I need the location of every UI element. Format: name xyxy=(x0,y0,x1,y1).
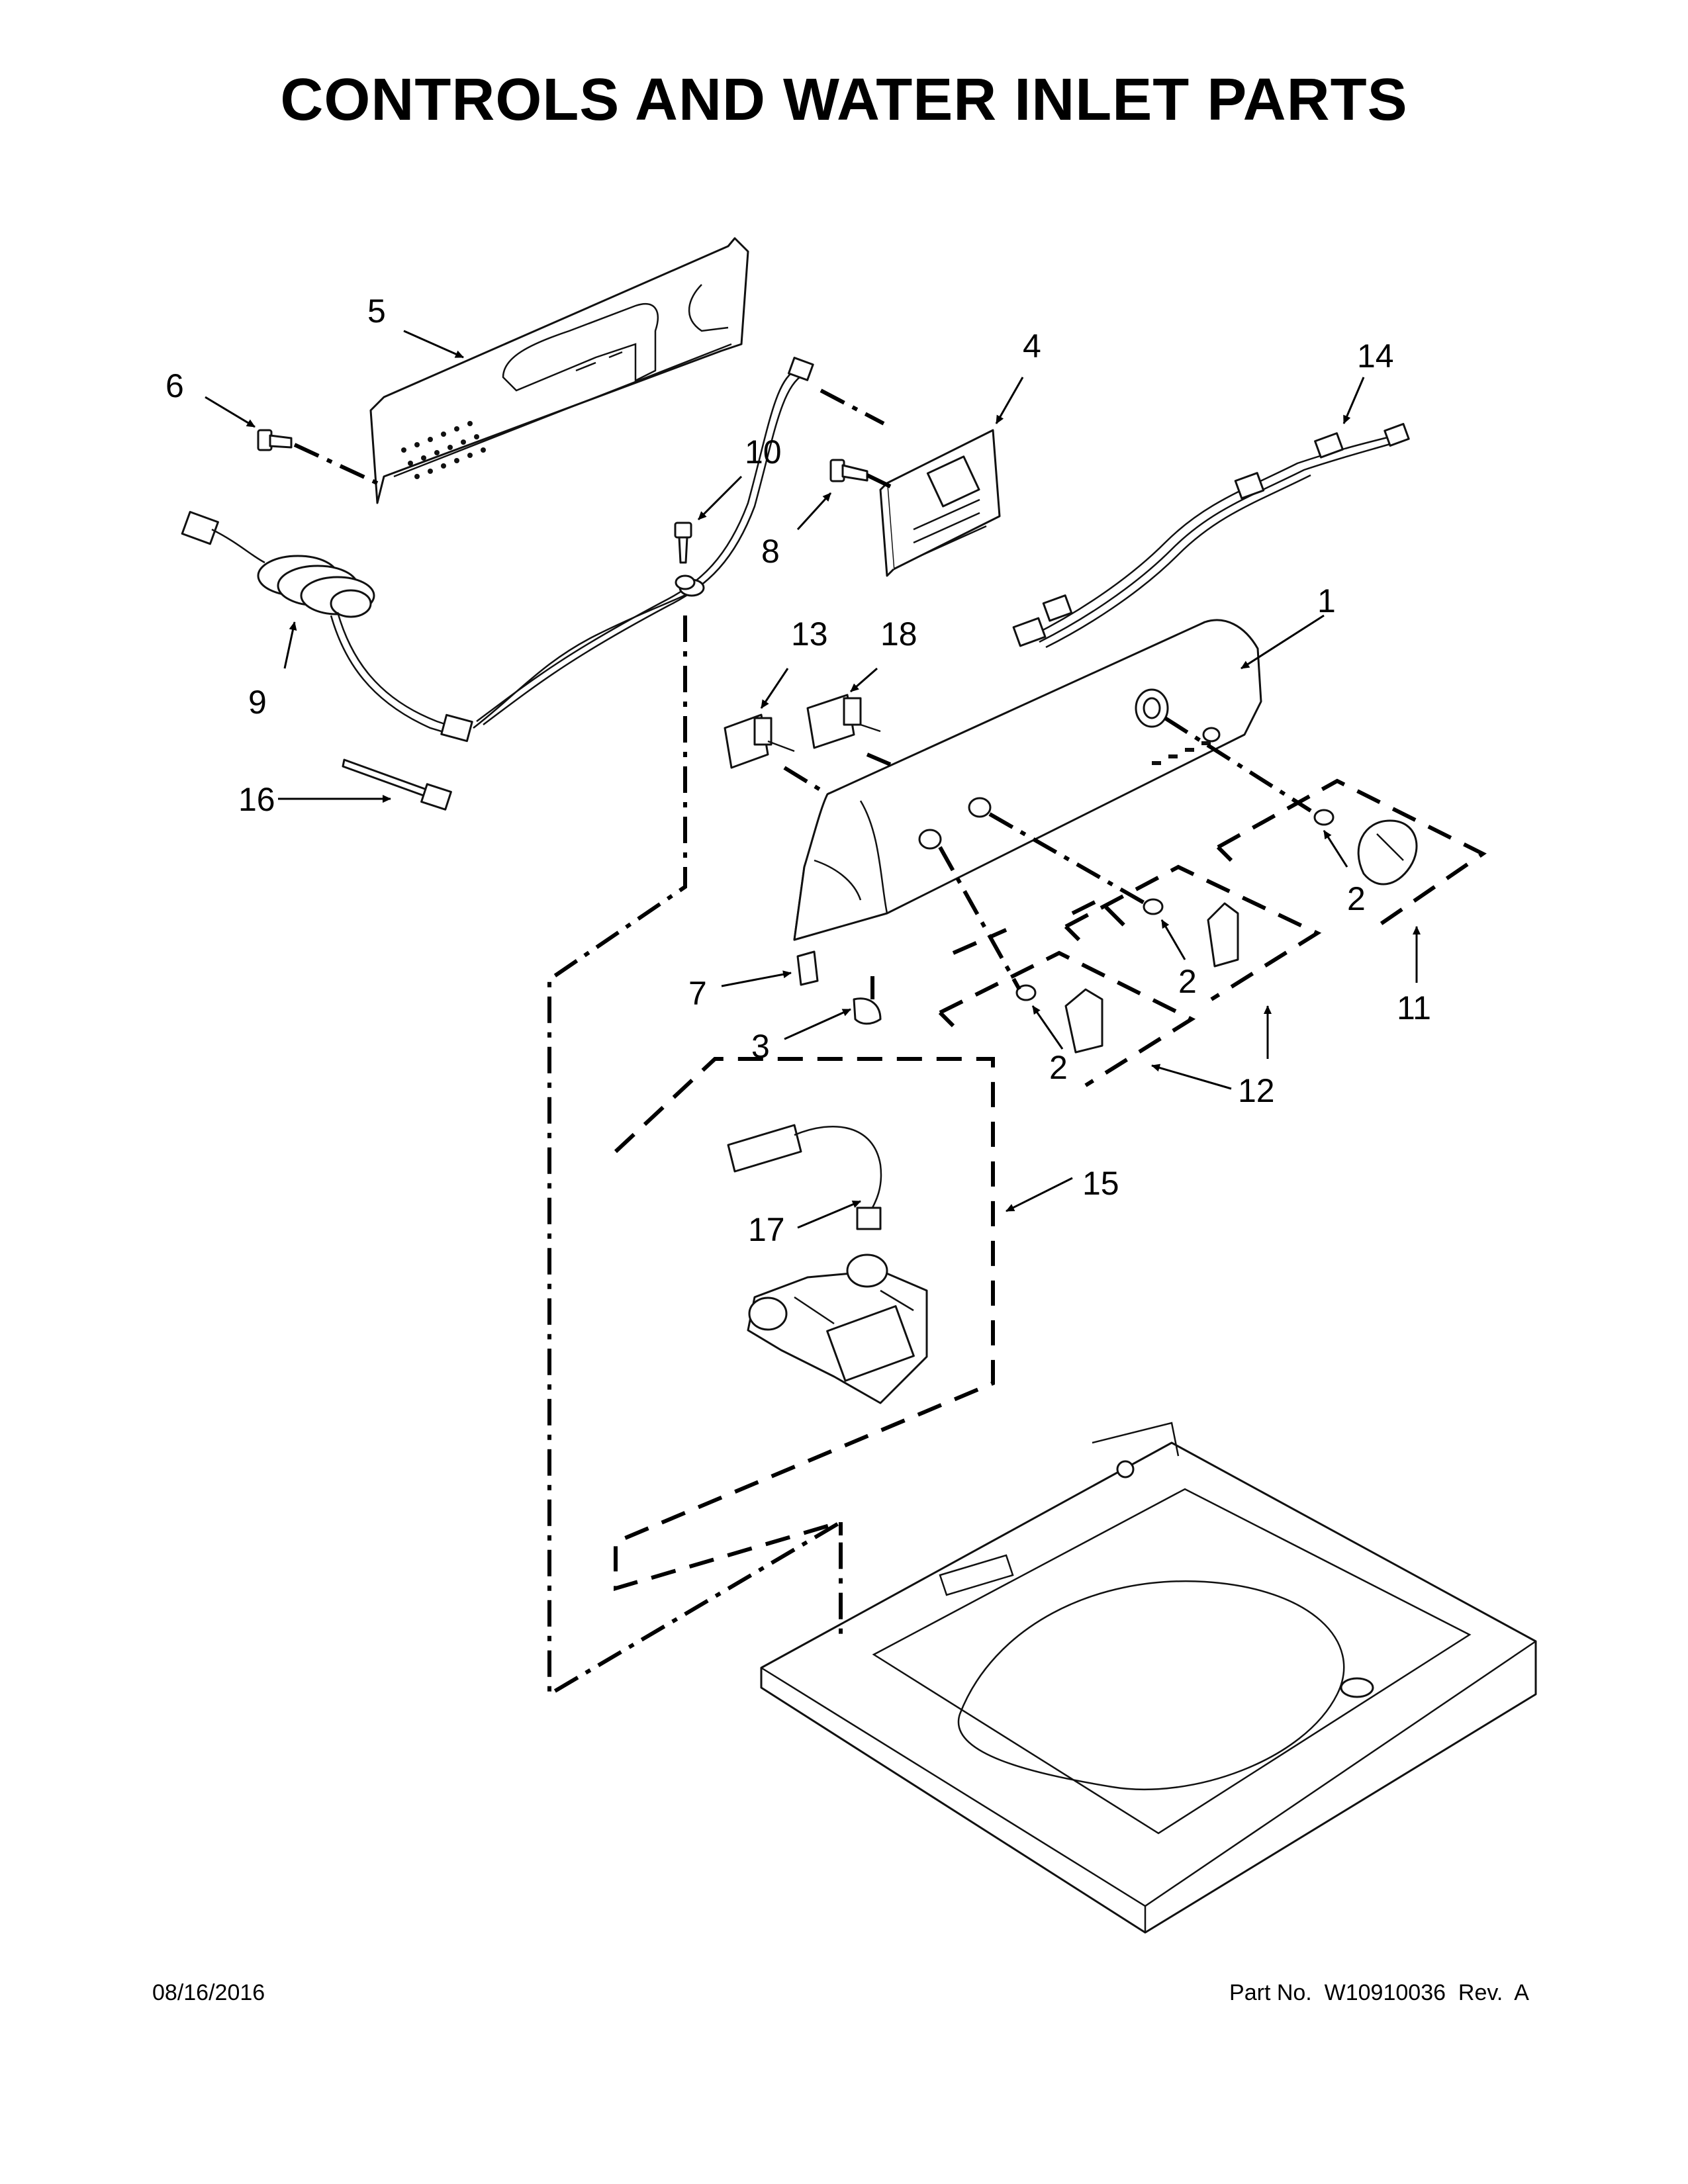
callout-4: 4 xyxy=(1023,328,1041,365)
part-clip-3 xyxy=(853,997,882,1025)
part-ground-screw-10 xyxy=(674,522,696,590)
footer-date: 08/16/2016 xyxy=(152,1980,265,2005)
callout-2-middle: 2 xyxy=(1178,963,1197,1000)
callout-17: 17 xyxy=(748,1211,785,1248)
callout-9: 9 xyxy=(248,684,267,721)
part-power-cord xyxy=(181,357,814,743)
part-clip-7 xyxy=(796,950,819,986)
part-knob-set-12b xyxy=(938,950,1196,1087)
guide-line-knob-3 xyxy=(938,846,1021,991)
guide-line-screw-8 xyxy=(866,473,892,488)
guide-line-switch-18 xyxy=(866,752,892,766)
callout-12: 12 xyxy=(1238,1072,1275,1109)
guide-line-knob-2 xyxy=(988,812,1147,905)
callout-15: 15 xyxy=(1082,1165,1119,1202)
callout-8: 8 xyxy=(761,533,780,570)
callout-1: 1 xyxy=(1317,582,1336,619)
guide-line-knob-1 xyxy=(1164,716,1312,813)
console-knob-guide-dash xyxy=(952,928,1008,955)
callout-2-bottom: 2 xyxy=(1049,1049,1068,1086)
callout-18: 18 xyxy=(880,615,917,653)
guide-line-switch-13 xyxy=(783,766,829,796)
part-water-valve-group xyxy=(614,1057,995,1592)
page-title: CONTROLS AND WATER INLET PARTS xyxy=(280,67,1408,133)
part-switch-18 xyxy=(806,694,881,749)
console-knob-guide-dash-2 xyxy=(1071,897,1127,929)
part-switch-13 xyxy=(724,713,795,769)
guide-line-board-to-panel xyxy=(820,388,885,426)
footer-part-number: Part No. W10910036 Rev. A xyxy=(1229,1980,1529,2005)
guide-line-ground xyxy=(547,615,843,1698)
part-console xyxy=(793,619,1262,941)
part-knob-set-12a xyxy=(1064,864,1322,1001)
part-cable-tie xyxy=(342,758,452,811)
part-washer-top xyxy=(760,1422,1537,1934)
part-rear-panel xyxy=(369,237,749,504)
part-control-board xyxy=(879,429,1001,577)
callout-3: 3 xyxy=(751,1028,770,1065)
part-knob-set-11 xyxy=(1216,778,1487,929)
callout-14: 14 xyxy=(1357,338,1394,375)
callout-11: 11 xyxy=(1397,989,1431,1026)
callout-16: 16 xyxy=(238,781,275,818)
part-wire-harness xyxy=(1012,423,1410,649)
callout-7: 7 xyxy=(688,975,707,1012)
part-screw-8 xyxy=(829,459,868,482)
callout-5: 5 xyxy=(367,293,386,330)
callout-13: 13 xyxy=(791,615,828,653)
part-screw-6 xyxy=(257,429,293,451)
guide-line-6-to-panel xyxy=(293,443,379,485)
callout-10: 10 xyxy=(745,433,782,471)
callout-6: 6 xyxy=(165,367,184,404)
callout-2-top: 2 xyxy=(1347,880,1366,917)
